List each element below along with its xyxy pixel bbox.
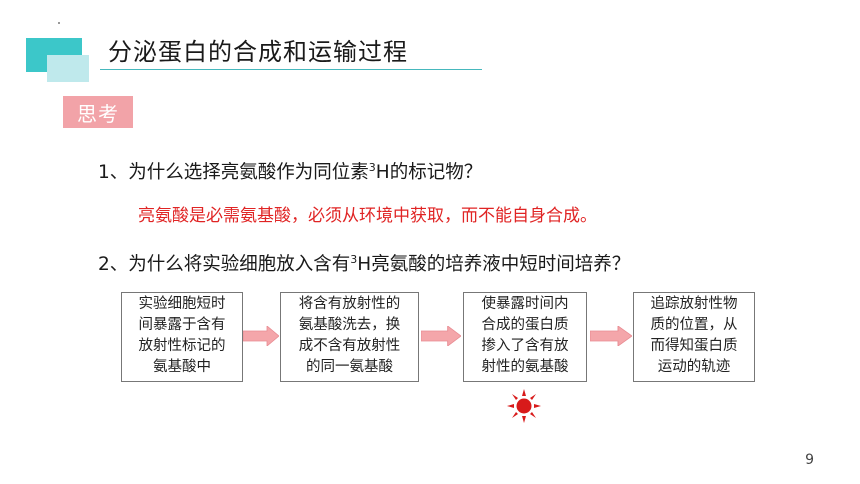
flow-step-1: 实验细胞短时 间暴露于含有 放射性标记的 氨基酸中	[121, 292, 243, 382]
right-arrow-icon	[590, 326, 632, 346]
question-2-sup: 3	[350, 253, 358, 266]
flow-step-3: 使暴露时间内 合成的蛋白质 掺入了含有放 射性的氨基酸	[463, 292, 587, 382]
question-1-sup: 3	[368, 161, 376, 174]
flow-step-line: 合成的蛋白质	[481, 317, 569, 333]
think-badge: 思考	[63, 96, 133, 128]
flow-step-line: 实验细胞短时	[138, 296, 226, 312]
title-underline	[100, 69, 482, 70]
right-arrow-icon	[421, 326, 461, 346]
slide-title: 分泌蛋白的合成和运输过程	[108, 38, 408, 66]
flow-step-line: 质的位置，从	[650, 317, 738, 333]
decor-dot	[58, 22, 60, 24]
flow-step-line: 间暴露于含有	[138, 317, 226, 333]
flow-step-line: 的同一氨基酸	[306, 359, 393, 375]
question-2: 2、为什么将实验细胞放入含有3H亮氨酸的培养液中短时间培养？	[98, 250, 630, 276]
question-2-prefix: 2、为什么将实验细胞放入含有	[98, 254, 351, 275]
page-number: 9	[805, 452, 814, 468]
flow-step-line: 氨基酸中	[153, 359, 211, 375]
flow-step-line: 使暴露时间内	[481, 296, 569, 312]
question-1-prefix: 1、为什么选择亮氨酸作为同位素	[98, 162, 369, 183]
question-1-suffix: H的标记物？	[375, 162, 483, 183]
flow-step-line: 追踪放射性物	[650, 296, 738, 312]
flow-step-line: 运动的轨迹	[657, 359, 731, 375]
flow-step-line: 而得知蛋白质	[650, 338, 738, 354]
flow-step-line: 将含有放射性的	[298, 296, 401, 312]
flow-step-line: 成不含有放射性	[298, 338, 401, 354]
flow-step-line: 氨基酸洗去，换	[298, 317, 401, 333]
flow-step-line: 掺入了含有放	[481, 338, 569, 354]
flow-step-2: 将含有放射性的 氨基酸洗去，换 成不含有放射性 的同一氨基酸	[280, 292, 419, 382]
flow-step-line: 射性的氨基酸	[481, 359, 569, 375]
decor-square-light	[47, 55, 89, 82]
flow-step-4: 追踪放射性物 质的位置，从 而得知蛋白质 运动的轨迹	[633, 292, 755, 382]
red-sun-icon	[507, 389, 541, 423]
flow-step-line: 放射性标记的	[138, 338, 226, 354]
question-2-suffix: H亮氨酸的培养液中短时间培养？	[357, 254, 631, 275]
question-1: 1、为什么选择亮氨酸作为同位素3H的标记物？	[98, 158, 482, 184]
answer-1: 亮氨酸是必需氨基酸，必须从环境中获取，而不能自身合成。	[138, 206, 597, 226]
right-arrow-icon	[243, 326, 279, 346]
